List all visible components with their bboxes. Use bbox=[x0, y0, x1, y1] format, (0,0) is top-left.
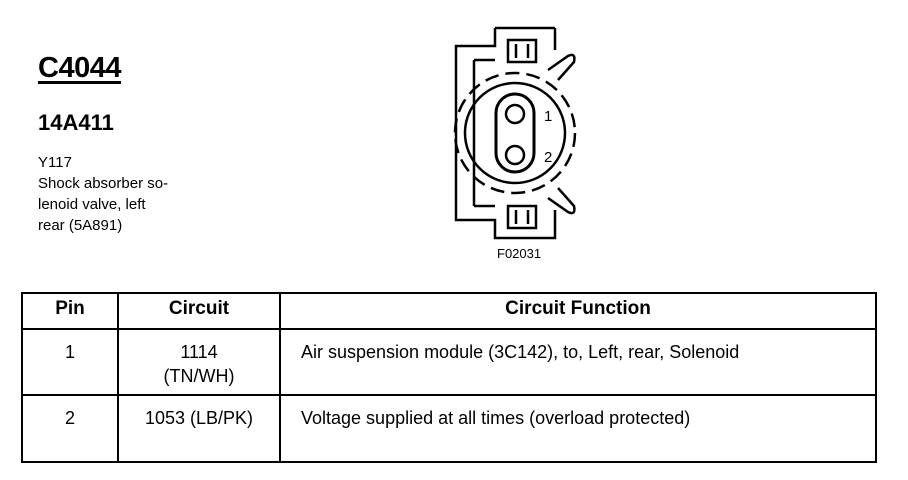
pin-cell: 1 bbox=[21, 328, 119, 396]
pin-1-label: 1 bbox=[544, 108, 552, 125]
table-row: 1 1114 (TN/WH) Air suspension module (3C… bbox=[21, 328, 877, 396]
header-circuit-function: Circuit Function bbox=[279, 292, 877, 330]
pin-2-label: 2 bbox=[544, 149, 552, 166]
circuit-cell: 1114 (TN/WH) bbox=[117, 328, 281, 396]
circuit-color: (TN/WH) bbox=[163, 366, 235, 386]
connector-id: C4044 bbox=[38, 52, 121, 84]
component-description-line-1: Shock absorber so- bbox=[38, 175, 169, 192]
part-number: 14A411 bbox=[38, 110, 114, 135]
component-code: Y117 bbox=[38, 154, 72, 171]
component-description-line-3: rear (5A891) bbox=[38, 217, 123, 234]
circuit-cell: 1053 (LB/PK) bbox=[117, 394, 281, 463]
pinout-table: Pin Circuit Circuit Function 1 1114 (TN/… bbox=[21, 292, 877, 463]
table-row: 2 1053 (LB/PK) Voltage supplied at all t… bbox=[21, 394, 877, 463]
header-circuit: Circuit bbox=[117, 292, 281, 330]
circuit-number: 1053 (LB/PK) bbox=[144, 408, 254, 428]
circuit-number: 1114 bbox=[180, 342, 218, 362]
function-cell: Voltage supplied at all times (overload … bbox=[279, 394, 877, 463]
figure-id: F02031 bbox=[497, 246, 542, 261]
function-cell: Air suspension module (3C142), to, Left,… bbox=[279, 328, 877, 396]
pin-cell: 2 bbox=[21, 394, 119, 463]
header-pin: Pin bbox=[21, 292, 119, 330]
table-header-row: Pin Circuit Circuit Function bbox=[21, 292, 877, 330]
component-description-line-2: lenoid valve, left bbox=[38, 196, 146, 213]
